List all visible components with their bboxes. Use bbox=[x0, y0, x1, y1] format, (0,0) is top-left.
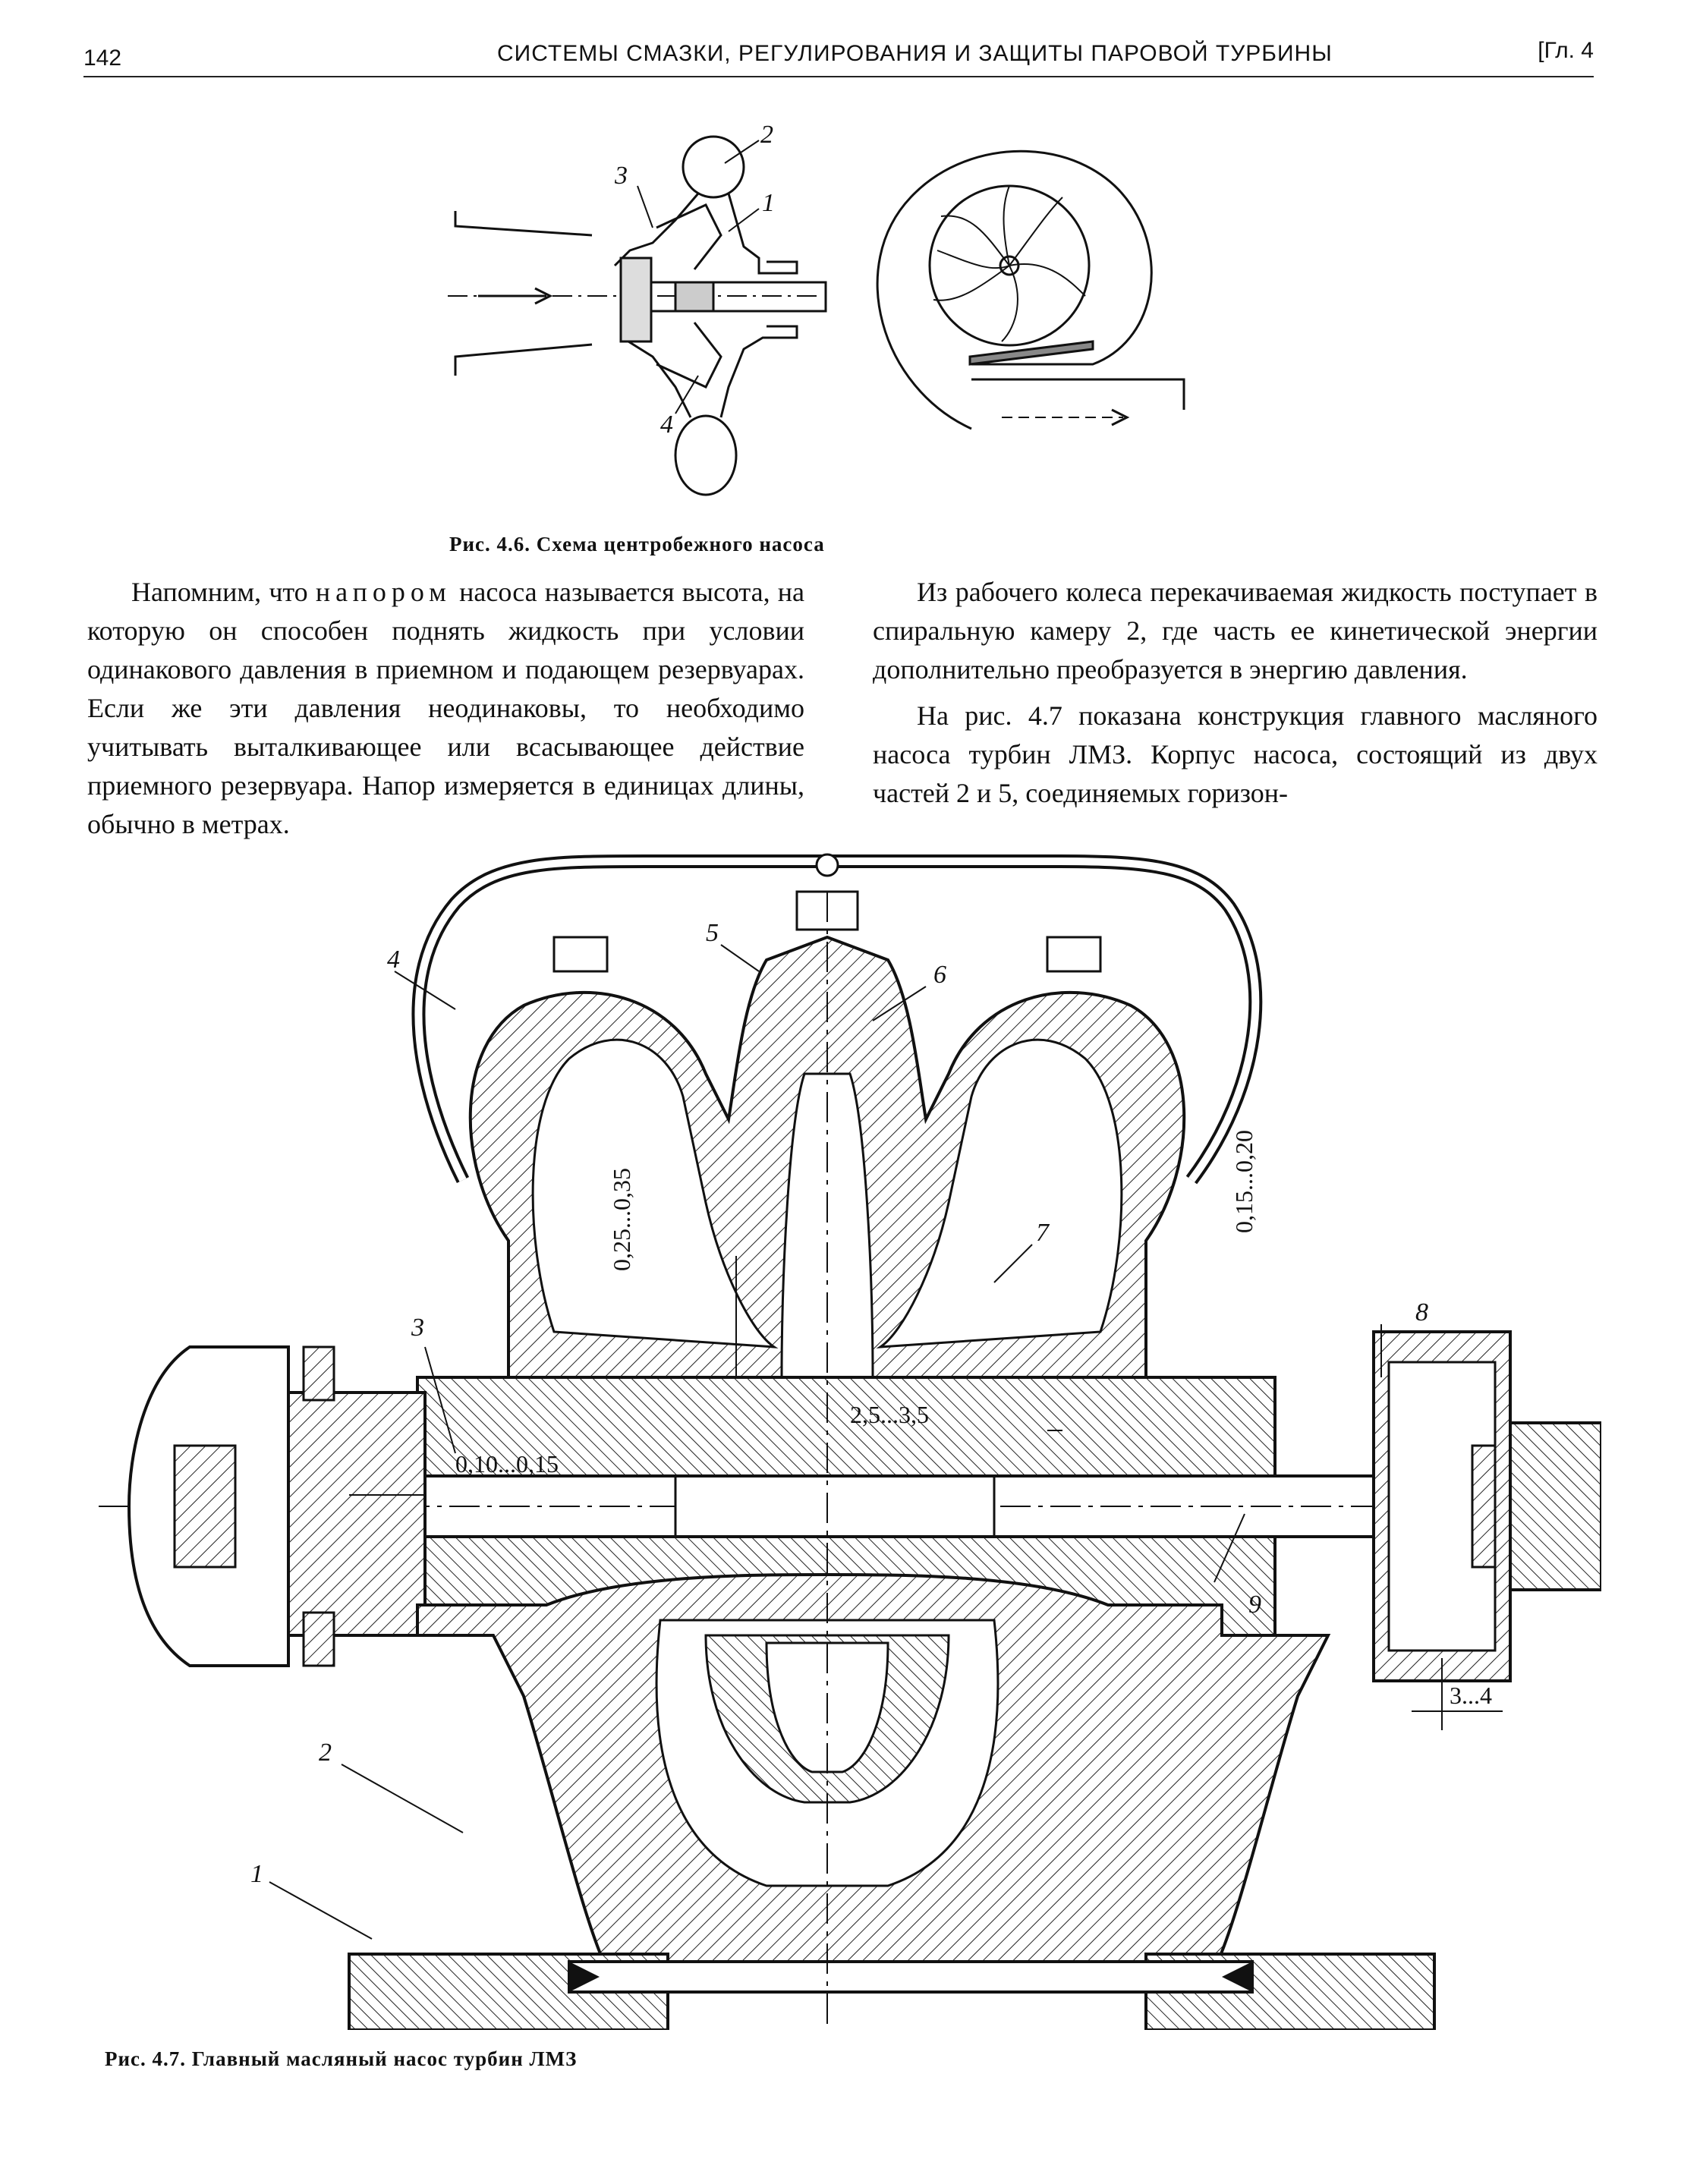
figure-4-6: 2 1 3 4 bbox=[425, 114, 1275, 524]
fig47-label-5: 5 bbox=[706, 919, 719, 947]
fig46-label-1: 1 bbox=[762, 189, 775, 217]
figure-4-7-caption: Рис. 4.7. Главный масляный насос турбин … bbox=[105, 2047, 578, 2070]
figure-4-7: 1 2 3 4 5 6 7 8 9 0,25...0,35 0,10...0,1… bbox=[99, 846, 1601, 2030]
dim-gap-bearing: 0,10...0,15 bbox=[455, 1450, 559, 1478]
dim-coupling-gap: 3...4 bbox=[1450, 1682, 1492, 1709]
paragraph-head-definition: Напомним, что напором насоса называется … bbox=[87, 573, 804, 844]
running-title: СИСТЕМЫ СМАЗКИ, РЕГУЛИРОВАНИЯ И ЗАЩИТЫ П… bbox=[497, 41, 1333, 66]
centrifugal-pump-schematic: 2 1 3 4 bbox=[448, 121, 1185, 496]
dim-gap-right: 0,15...0,20 bbox=[1230, 1130, 1258, 1233]
paragraph-volute: Из рабочего колеса перекачиваемая жидкос… bbox=[873, 577, 1598, 684]
fig46-label-3: 3 bbox=[614, 162, 628, 190]
figure-4-6-caption: Рис. 4.6. Схема центробежного насоса bbox=[449, 533, 825, 555]
fig47-label-9: 9 bbox=[1248, 1591, 1261, 1619]
dim-gap-impeller: 0,25...0,35 bbox=[608, 1168, 635, 1271]
fig47-label-1: 1 bbox=[250, 1860, 263, 1888]
paragraph-rest: насоса называется высота, на которую он … bbox=[87, 577, 804, 839]
dim-gap-seal: 2,5...3,5 bbox=[850, 1401, 929, 1428]
page-header: 142 СИСТЕМЫ СМАЗКИ, РЕГУЛИРОВАНИЯ И ЗАЩИ… bbox=[83, 36, 1594, 74]
fig47-label-4: 4 bbox=[387, 946, 400, 974]
term-head: напором bbox=[315, 577, 452, 607]
chapter-label: [Гл. 4 bbox=[1538, 38, 1594, 63]
fig47-label-2: 2 bbox=[319, 1739, 332, 1767]
fig47-label-7: 7 bbox=[1036, 1219, 1050, 1247]
header-rule bbox=[83, 76, 1594, 77]
fig47-label-3: 3 bbox=[411, 1314, 424, 1342]
fig46-label-4: 4 bbox=[660, 411, 673, 439]
lmz-main-oil-pump-section: 1 2 3 4 5 6 7 8 9 0,25...0,35 0,10...0,1… bbox=[99, 853, 1601, 2030]
paragraph-pump-design: На рис. 4.7 показана конструкция главног… bbox=[873, 700, 1598, 808]
page-number: 142 bbox=[83, 46, 122, 71]
fig47-label-8: 8 bbox=[1415, 1298, 1428, 1326]
text-column-left: Напомним, что напором насоса называется … bbox=[87, 573, 804, 844]
paragraph-intro: Напомним, что bbox=[131, 577, 316, 607]
text-column-right: Из рабочего колеса перекачиваемая жидкос… bbox=[873, 573, 1598, 813]
fig47-label-6: 6 bbox=[933, 961, 946, 989]
fig46-label-2: 2 bbox=[760, 121, 773, 149]
